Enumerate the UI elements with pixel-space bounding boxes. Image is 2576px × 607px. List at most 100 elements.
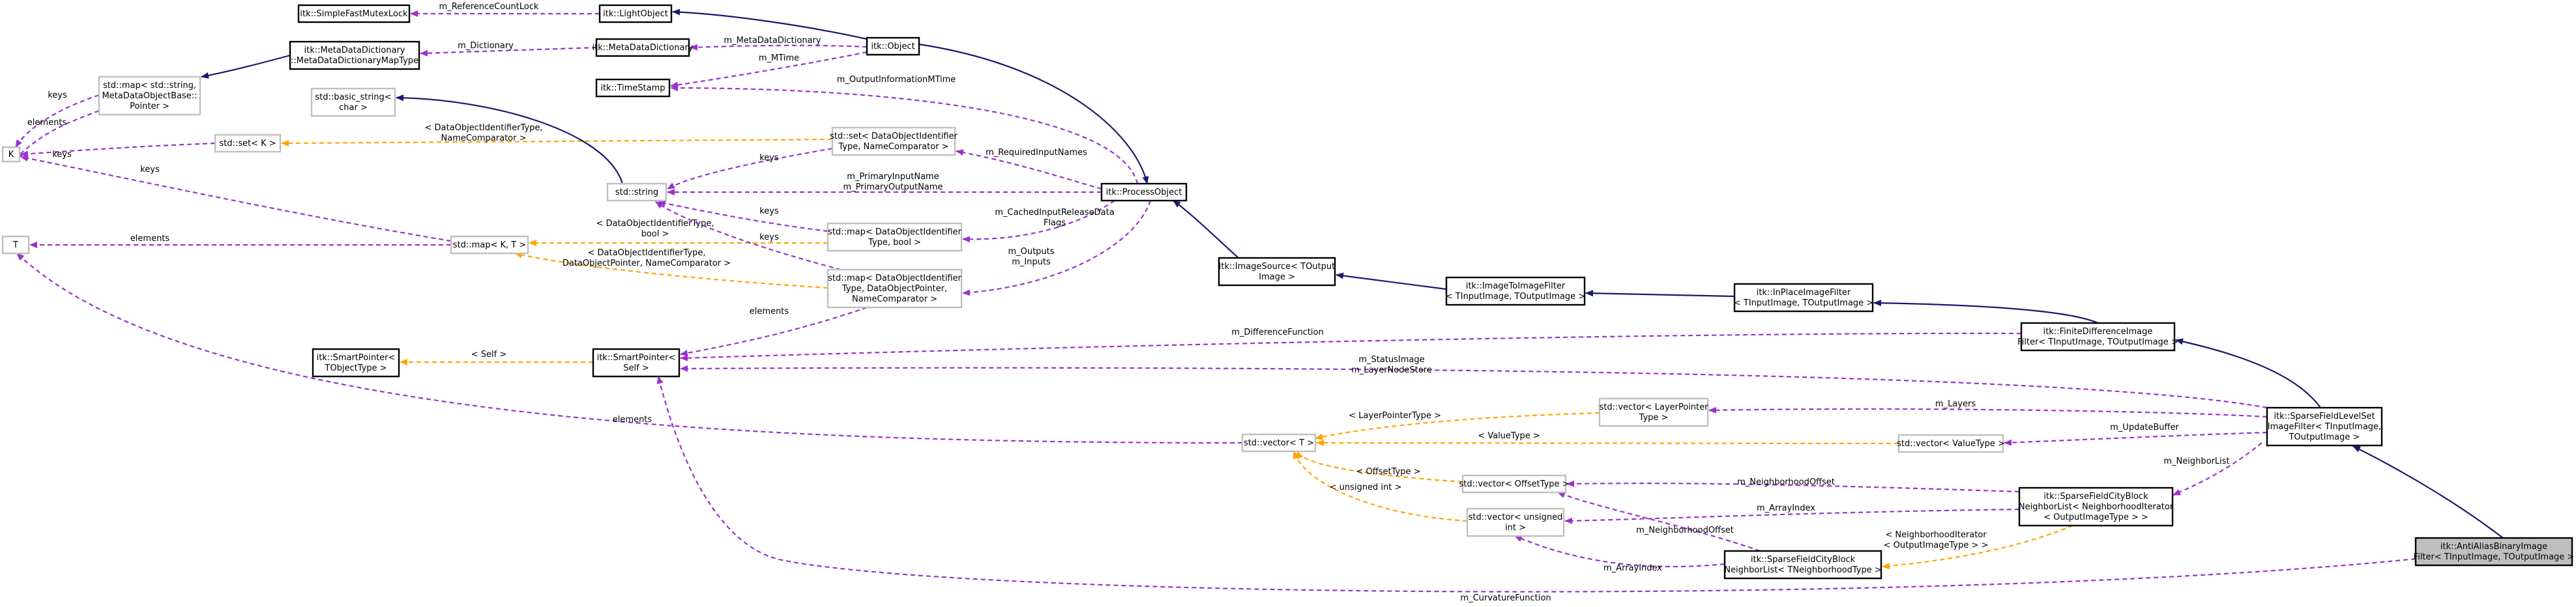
inherit-edge-line [918, 43, 1149, 184]
node-label: K [8, 150, 14, 160]
node-label: Type, bool > [868, 238, 921, 247]
edge-label: m_DifferenceFunction [1231, 328, 1323, 337]
edge-m-mtime: m_MTime [670, 51, 868, 89]
inheritance-edge [201, 54, 291, 79]
edge-label: keys [759, 153, 779, 163]
node-in-place-image-filter[interactable]: itk::InPlaceImageFilter< TInputImage, TO… [1733, 283, 1874, 313]
node-box [1, 235, 30, 255]
edge-self-template: < Self > [400, 350, 593, 365]
node-map-k-t[interactable]: std::map< K, T > [450, 235, 529, 255]
node-box [598, 4, 673, 23]
node-smart-pointer-self[interactable]: itk::SmartPointer<Self > [592, 348, 681, 378]
usage-edge-line [20, 142, 216, 158]
template-edge-line [1882, 524, 2073, 570]
node-smart-pointer-object-type[interactable]: itk::SmartPointer<TObjectType > [312, 348, 400, 378]
node-label: < OutputImageType > > [2043, 513, 2148, 522]
node-set-data-object-identifier[interactable]: std::set< DataObjectIdentifierType, Name… [830, 126, 958, 156]
node-t[interactable]: T [1, 235, 30, 255]
node-box [2414, 537, 2573, 567]
inherit-edge-line [201, 54, 291, 79]
edge-m-reference-count-lock: m_ReferenceCountLock [410, 2, 600, 17]
edge-label: m_ReferenceCountLock [439, 2, 539, 12]
node-label: std::map< std::string, [103, 81, 196, 91]
node-map-meta-data-dictionary-type[interactable]: itk::MetaDataDictionary::MetaDataDiction… [289, 40, 420, 70]
usage-edge-line [420, 46, 597, 57]
node-box [2018, 487, 2174, 527]
edge-identifier-pointer-comparator: < DataObjectIdentifierType,DataObjectPoi… [514, 248, 828, 289]
edge-label: DataObjectPointer, NameComparator > [563, 259, 731, 268]
node-label: itk::ImageToImageFilter [1466, 281, 1566, 291]
usage-edge-line [962, 200, 1115, 243]
node-std-string[interactable]: std::string [606, 182, 667, 202]
node-vector-offset-type[interactable]: std::vector< OffsetType > [1459, 474, 1570, 494]
node-time-stamp[interactable]: itk::TimeStamp [595, 78, 671, 98]
node-box [297, 4, 411, 23]
node-std-set-k[interactable]: std::set< K > [214, 134, 282, 153]
node-label: TOutputImage > [2289, 432, 2360, 442]
node-box [1733, 283, 1874, 313]
node-light-object[interactable]: itk::LightObject [598, 4, 673, 23]
node-process-object[interactable]: itk::ProcessObject [1100, 182, 1188, 202]
usage-edge-line [2173, 442, 2262, 496]
node-label: itk::FiniteDifferenceImage [2043, 327, 2153, 337]
node-meta-data-dictionary[interactable]: itk::MetaDataDictionary [593, 38, 694, 57]
node-label: T [12, 240, 18, 250]
node-label: itk::SparseFieldCityBlock [2043, 492, 2148, 501]
edge-label: elements [27, 118, 67, 128]
node-label: std::map< DataObjectIdentifier [828, 274, 961, 283]
inheritance-edge [1585, 290, 1735, 298]
node-label: char > [339, 103, 368, 113]
node-map-identifier-pointer[interactable]: std::map< DataObjectIdentifierType, Data… [827, 268, 963, 309]
node-box [1, 146, 21, 163]
edge-keys-map-identifier-pointer: keys [655, 201, 842, 271]
usage-edge-line [680, 365, 2268, 409]
edge-m-meta-data-dictionary: m_MetaDataDictionary [690, 36, 868, 51]
usage-edge-line [667, 147, 833, 190]
node-label: std::vector< OffsetType > [1459, 479, 1569, 489]
edge-keys-map-k-t: keys [20, 155, 452, 242]
node-vector-t[interactable]: std::vector< T > [1241, 433, 1317, 453]
node-k[interactable]: K [1, 146, 21, 163]
edge-label: keys [140, 165, 160, 175]
node-label: std::vector< ValueType > [1897, 439, 2005, 449]
node-label: itk::ImageSource< TOutput [1219, 262, 1335, 272]
edge-label: elements [613, 415, 652, 425]
edge-label: < Self > [471, 350, 507, 360]
template-edge-line [281, 138, 833, 147]
node-label: itk::SimpleFastMutexLock [300, 9, 408, 19]
node-image-to-image-filter[interactable]: itk::ImageToImageFilter< TInputImage, TO… [1446, 276, 1585, 306]
node-std-map-string-meta[interactable]: std::map< std::string,MetaDataObjectBase… [98, 76, 201, 116]
node-vector-layer-pointer[interactable]: std::vector< LayerPointerType > [1598, 397, 1709, 427]
edge-label: keys [48, 91, 67, 100]
node-label: < TInputImage, TOutputImage > [1734, 298, 1873, 308]
inheritance-edge [1336, 272, 1447, 290]
node-basic-string[interactable]: std::basic_string<char > [310, 87, 396, 117]
template-edge-line [514, 251, 828, 289]
node-simple-fast-mutex-lock[interactable]: itk::SimpleFastMutexLock [297, 4, 411, 23]
node-vector-value-type[interactable]: std::vector< ValueType > [1897, 434, 2005, 453]
inheritance-edge [1173, 200, 1239, 259]
node-box [1723, 550, 1882, 580]
node-label: itk::ProcessObject [1106, 188, 1182, 197]
edge-m-neighborhood-offset-b: m_NeighborhoodOffset [1557, 491, 1761, 552]
node-map-identifier-bool[interactable]: std::map< DataObjectIdentifierType, bool… [827, 222, 963, 252]
edge-offset-type: < OffsetType > [1296, 451, 1463, 483]
node-label: Self > [623, 363, 649, 373]
node-box [1100, 182, 1188, 202]
edge-value-type: < ValueType > [1316, 431, 1899, 447]
node-label: std::string [615, 188, 658, 197]
usage-edge-line [1566, 480, 2020, 493]
node-object[interactable]: itk::Object [866, 36, 920, 56]
edge-m-layers: m_Layers [1708, 399, 2268, 418]
node-image-source[interactable]: itk::ImageSource< TOutputImage > [1218, 257, 1336, 287]
node-label: std::map< K, T > [453, 240, 527, 250]
